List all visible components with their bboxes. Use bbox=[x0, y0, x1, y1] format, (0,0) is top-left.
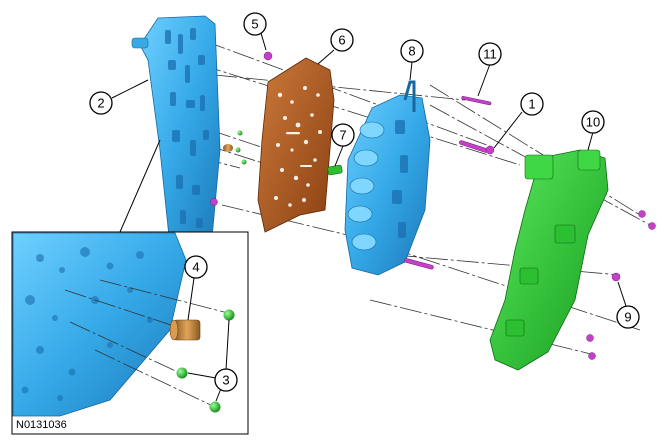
bolt-1 bbox=[459, 140, 495, 155]
callout-5: 5 bbox=[243, 12, 267, 36]
callout-2-label: 2 bbox=[97, 96, 104, 111]
callout-3: 3 bbox=[214, 368, 238, 392]
callout-10: 10 bbox=[581, 110, 605, 134]
separator-plate bbox=[257, 57, 335, 233]
callout-10-label: 10 bbox=[586, 115, 600, 130]
checkballs-3 bbox=[176, 309, 235, 413]
callout-1-label: 1 bbox=[528, 97, 535, 112]
bolt-11 bbox=[461, 96, 492, 106]
callout-9-label: 9 bbox=[624, 310, 631, 325]
filter-4 bbox=[169, 319, 201, 341]
bolt-9 bbox=[611, 272, 621, 282]
callout-4: 4 bbox=[184, 255, 208, 279]
bolts bbox=[210, 51, 656, 360]
callout-9: 9 bbox=[616, 305, 640, 329]
figure-id: N0131036 bbox=[16, 419, 67, 431]
leader-lines bbox=[111, 32, 627, 307]
callout-8: 8 bbox=[400, 39, 424, 63]
callout-11: 11 bbox=[478, 42, 502, 66]
callout-7-label: 7 bbox=[339, 128, 346, 143]
callout-6-label: 6 bbox=[338, 33, 345, 48]
green-fitting-7 bbox=[327, 164, 343, 176]
callout-8-label: 8 bbox=[408, 44, 415, 59]
bolt-5 bbox=[263, 51, 273, 61]
callout-7: 7 bbox=[331, 123, 355, 147]
small-checkballs-and-filter bbox=[223, 130, 247, 165]
main-valve-body bbox=[131, 15, 221, 251]
callouts: 1 2 3 4 5 6 7 8 bbox=[89, 12, 640, 392]
inset-detail-view: N0131036 bbox=[11, 231, 249, 435]
callout-11-label: 11 bbox=[483, 47, 497, 62]
callout-2: 2 bbox=[89, 91, 113, 115]
callout-4-label: 4 bbox=[192, 260, 199, 275]
callout-5-label: 5 bbox=[251, 17, 258, 32]
solenoid-valve-body bbox=[344, 80, 431, 276]
wiring-harness-bracket bbox=[489, 149, 609, 371]
callout-6: 6 bbox=[330, 28, 354, 52]
callout-3-label: 3 bbox=[222, 373, 229, 388]
callout-1: 1 bbox=[520, 92, 544, 116]
